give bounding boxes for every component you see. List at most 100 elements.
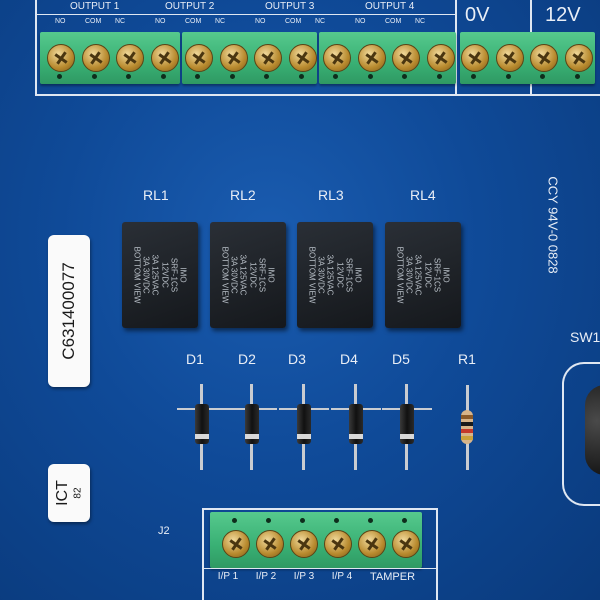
pin-label: NO <box>355 18 366 25</box>
input-1-label: I/P 1 <box>217 571 239 582</box>
input-4-label: I/P 4 <box>331 571 353 582</box>
terminal-hole <box>368 518 373 523</box>
terminal-hole <box>402 518 407 523</box>
terminal-hole <box>266 518 271 523</box>
relay-1: IMO SRF-1CS 12VDC 3A 125VAC 3A 30VDC BOT… <box>122 222 198 328</box>
relay-3-marking: IMO SRF-1CS 12VDC 3A 125VAC 3A 30VDC BOT… <box>307 246 363 304</box>
switch-outline <box>562 362 600 506</box>
terminal-hole <box>436 74 442 79</box>
resistor-band <box>461 429 473 433</box>
resistor-1-label: R1 <box>458 351 476 367</box>
terminal-screw <box>185 44 213 72</box>
terminal-screw <box>288 44 317 72</box>
resistor-band <box>461 422 473 426</box>
terminal-hole <box>160 74 166 79</box>
terminal-screw <box>290 530 318 558</box>
terminal-hole <box>300 518 305 523</box>
terminal-screw <box>357 44 386 72</box>
silk-line <box>35 0 37 96</box>
pin-label: NC <box>215 18 226 25</box>
pin-label: NC <box>315 18 326 25</box>
terminal-screw <box>222 530 250 558</box>
terminal-hole <box>367 74 373 79</box>
input-2-label: I/P 2 <box>255 571 277 582</box>
pin-label: NC <box>415 18 426 25</box>
relay-2: IMO SRF-1CS 12VDC 3A 125VAC 3A 30VDC BOT… <box>210 222 286 328</box>
terminal-screw <box>530 44 558 72</box>
pin-label: NO <box>155 18 166 25</box>
relay-2-marking: IMO SRF-1CS 12VDC 3A 125VAC 3A 30VDC BOT… <box>220 246 276 304</box>
tamper-label: TAMPER <box>370 571 416 583</box>
terminal-hole <box>126 74 131 79</box>
relay-4: IMO SRF-1CS 12VDC 3A 125VAC 3A 30VDC BOT… <box>385 222 461 328</box>
terminal-screw <box>219 44 248 72</box>
terminal-hole <box>540 74 545 79</box>
terminal-screw <box>81 44 110 72</box>
relay-4-label: RL4 <box>410 187 436 203</box>
terminal-screw <box>461 44 489 72</box>
power-12v-label: 12V <box>545 4 581 26</box>
terminal-hole <box>574 74 580 79</box>
terminal-hole <box>57 74 62 79</box>
silk-line <box>436 508 438 600</box>
terminal-screw <box>116 44 144 72</box>
terminal-screw <box>495 44 524 72</box>
pin-label: COM <box>85 18 102 25</box>
pin-label: NO <box>255 18 266 25</box>
silk-line <box>202 508 204 600</box>
ict-title: ICT <box>54 480 71 506</box>
diode-3 <box>297 404 311 444</box>
terminal-hole <box>471 74 476 79</box>
diode-1 <box>195 404 209 444</box>
ul-marking-text: CCY 94V-0 0828 <box>545 176 561 274</box>
output-3-label: OUTPUT 3 <box>265 1 315 12</box>
connector-j2-label: J2 <box>158 525 170 537</box>
terminal-screw <box>392 530 420 558</box>
terminal-screw <box>426 44 455 72</box>
terminal-screw <box>47 44 75 72</box>
silk-line <box>35 14 455 15</box>
pin-label: NC <box>115 18 126 25</box>
terminal-hole <box>505 74 511 79</box>
relay-1-marking: IMO SRF-1CS 12VDC 3A 125VAC 3A 30VDC BOT… <box>132 246 188 304</box>
relay-3-label: RL3 <box>318 187 344 203</box>
serial-number-text: C631400077 <box>59 262 78 360</box>
diode-2-label: D2 <box>238 351 256 367</box>
terminal-screw <box>324 530 352 558</box>
pin-label: COM <box>185 18 202 25</box>
switch-body <box>585 385 600 475</box>
terminal-screw <box>392 44 420 72</box>
terminal-screw <box>323 44 351 72</box>
terminal-screw <box>150 44 179 72</box>
pin-label: COM <box>385 18 402 25</box>
resistor-1 <box>461 410 473 444</box>
terminal-screw <box>358 530 386 558</box>
diode-2 <box>245 404 259 444</box>
relay-2-label: RL2 <box>230 187 256 203</box>
pin-label: COM <box>285 18 302 25</box>
terminal-hole <box>264 74 269 79</box>
output-1-label: OUTPUT 1 <box>70 1 120 12</box>
relay-3: IMO SRF-1CS 12VDC 3A 125VAC 3A 30VDC BOT… <box>297 222 373 328</box>
terminal-screw <box>256 530 284 558</box>
silk-line <box>202 568 438 569</box>
resistor-band <box>461 415 473 419</box>
diode-4 <box>349 404 363 444</box>
relay-1-label: RL1 <box>143 187 169 203</box>
output-2-label: OUTPUT 2 <box>165 1 215 12</box>
diode-3-label: D3 <box>288 351 306 367</box>
terminal-hole <box>91 74 97 79</box>
terminal-screw <box>564 44 593 72</box>
terminal-hole <box>195 74 200 79</box>
switch-label: SW1 <box>570 329 600 345</box>
terminal-hole <box>334 518 339 523</box>
output-4-label: OUTPUT 4 <box>365 1 415 12</box>
serial-number-card: C631400077 <box>48 235 90 387</box>
terminal-hole <box>402 74 407 79</box>
power-0v-label: 0V <box>465 4 490 26</box>
terminal-screw <box>254 44 282 72</box>
diode-4-label: D4 <box>340 351 358 367</box>
silk-line <box>455 0 457 96</box>
silk-line <box>35 94 600 96</box>
